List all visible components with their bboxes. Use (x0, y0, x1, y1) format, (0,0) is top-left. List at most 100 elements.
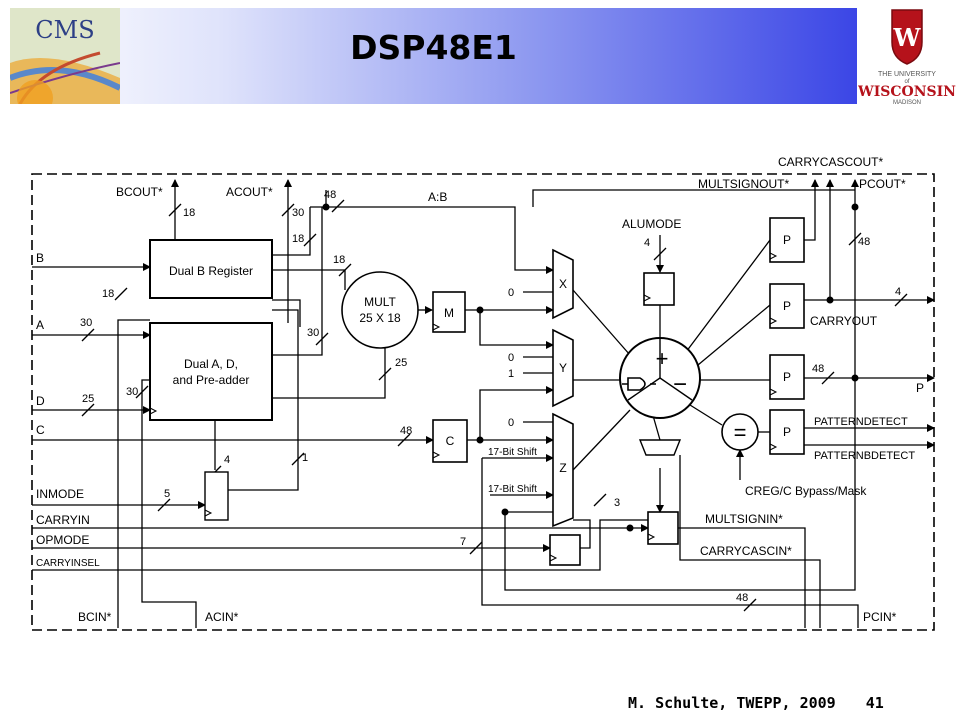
label-acout: ACOUT* (226, 185, 273, 199)
slide-footer: M. Schulte, TWEPP, 2009 41 (628, 694, 884, 712)
label-pcin: PCIN* (863, 610, 897, 624)
label-y-one: 1 (508, 368, 514, 380)
alu-logic-symbol (622, 377, 656, 391)
p-register-3-label: P (783, 370, 791, 384)
wire-z-alu (572, 409, 631, 471)
mux-x (552, 248, 574, 320)
p-register-4-label: P (783, 425, 791, 439)
label-inmode: INMODE (36, 487, 84, 501)
mult-label-1: MULT (364, 295, 396, 309)
uw-crest-letter: W (893, 23, 922, 52)
dual-b-register-label: Dual B Register (169, 264, 253, 278)
width-b-to-ab: 18 (292, 233, 304, 245)
uw-line3: WISCONSIN (858, 84, 956, 100)
mux-y (552, 328, 574, 408)
label-z-zero: 0 (508, 417, 514, 429)
title-banner (10, 8, 857, 104)
wire-c-y (479, 386, 554, 440)
wire-p-feedback (504, 378, 856, 591)
width-carryinsel: 3 (614, 497, 620, 509)
label-carryinsel: CARRYINSEL (36, 558, 100, 569)
wire-alu-p2 (697, 304, 771, 366)
wire-pcin (481, 458, 859, 628)
label-bcin: BCIN* (78, 610, 112, 624)
width-bcout: 18 (183, 207, 195, 219)
label-c-input: C (36, 423, 45, 437)
wire-opmode-mux (573, 519, 591, 549)
label-carryout: CARRYOUT (810, 314, 878, 328)
label-acin: ACIN* (205, 610, 239, 624)
carry-mux (638, 439, 682, 456)
wire-carrycascin (679, 455, 821, 628)
label-creg-bypass: CREG/C Bypass/Mask (745, 484, 867, 498)
pattern-comparator-symbol: = (734, 420, 747, 445)
alu-plus-symbol: + (656, 346, 669, 371)
p-register-1-label: P (783, 233, 791, 247)
label-y-zero: 0 (508, 352, 514, 364)
uw-line1: THE UNIVERSITY (878, 71, 936, 78)
width-a-in: 30 (80, 317, 92, 329)
width-preadd: 25 (395, 357, 407, 369)
wire-ab-bus (310, 206, 554, 274)
label-d-input: D (36, 394, 45, 408)
label-multsignout: MULTSIGNOUT* (698, 177, 789, 191)
multiplier (341, 271, 419, 349)
wire-preadd-mult (272, 345, 386, 399)
wire-b-to-ab (272, 207, 311, 256)
width-inmode-in: 5 (164, 488, 170, 500)
dual-ad-label-2: and Pre-adder (173, 373, 250, 387)
label-patterndetect: PATTERNDETECT (814, 416, 908, 428)
width-carryout: 4 (895, 286, 901, 298)
uw-line4: MADISON (893, 100, 921, 106)
cms-logo-text: CMS (35, 16, 94, 44)
m-register (432, 291, 466, 333)
width-c-in: 48 (400, 425, 412, 437)
label-multsignin: MULTSIGNIN* (705, 512, 783, 526)
label-b-input: B (36, 251, 44, 265)
wire-carryinsel (32, 519, 648, 571)
wire-b-to-mult (272, 269, 346, 290)
label-p-output: P (916, 381, 924, 395)
wire-bcin (117, 319, 150, 628)
slide-title: DSP48E1 (350, 28, 517, 67)
c-register-label: C (446, 434, 455, 448)
width-pcout: 48 (858, 236, 870, 248)
mux-z-label: Z (559, 461, 566, 475)
label-pcout: PCOUT* (859, 177, 906, 191)
page-number: 41 (865, 694, 884, 712)
label-carryin: CARRYIN (36, 513, 90, 527)
p-register-2-label: P (783, 299, 791, 313)
dual-ad-preadder (149, 322, 273, 421)
width-opmode: 7 (460, 536, 466, 548)
wire-alu-p1 (685, 239, 771, 353)
wire-m-y (479, 310, 554, 349)
label-a-input: A (36, 318, 44, 332)
width-b-in: 18 (102, 288, 114, 300)
width-ab: 48 (324, 189, 336, 201)
carry-register (647, 511, 679, 545)
width-a-to-mult: 30 (307, 327, 319, 339)
m-register-label: M (444, 306, 454, 320)
uw-line2: of (904, 79, 909, 85)
wire-multsignin (678, 527, 806, 628)
label-x-zero: 0 (508, 287, 514, 299)
dual-b-register (149, 239, 273, 299)
width-b-to-mult: 18 (333, 254, 345, 266)
wire-x-alu (572, 289, 631, 356)
label-opmode: OPMODE (36, 533, 89, 547)
width-inmode-out: 4 (224, 454, 230, 466)
dual-ad-label-1: Dual A, D, (184, 357, 238, 371)
label-carrycascin: CARRYCASCIN* (700, 544, 792, 558)
width-d-in: 25 (82, 393, 94, 405)
width-pcin: 48 (736, 592, 748, 604)
inmode-register (204, 471, 229, 521)
width-inmode-b: 1 (302, 452, 308, 464)
label-shift-2: 17-Bit Shift (488, 484, 537, 495)
pattern-comparator (721, 413, 759, 451)
wire-p1-out (804, 179, 819, 241)
uw-logo: W THE UNIVERSITY of WISCONSIN MADISON (858, 9, 956, 106)
footer-credit: M. Schulte, TWEPP, 2009 (628, 694, 836, 712)
width-alumode: 4 (644, 237, 650, 249)
opmode-register (549, 534, 581, 566)
mux-z (552, 412, 574, 528)
